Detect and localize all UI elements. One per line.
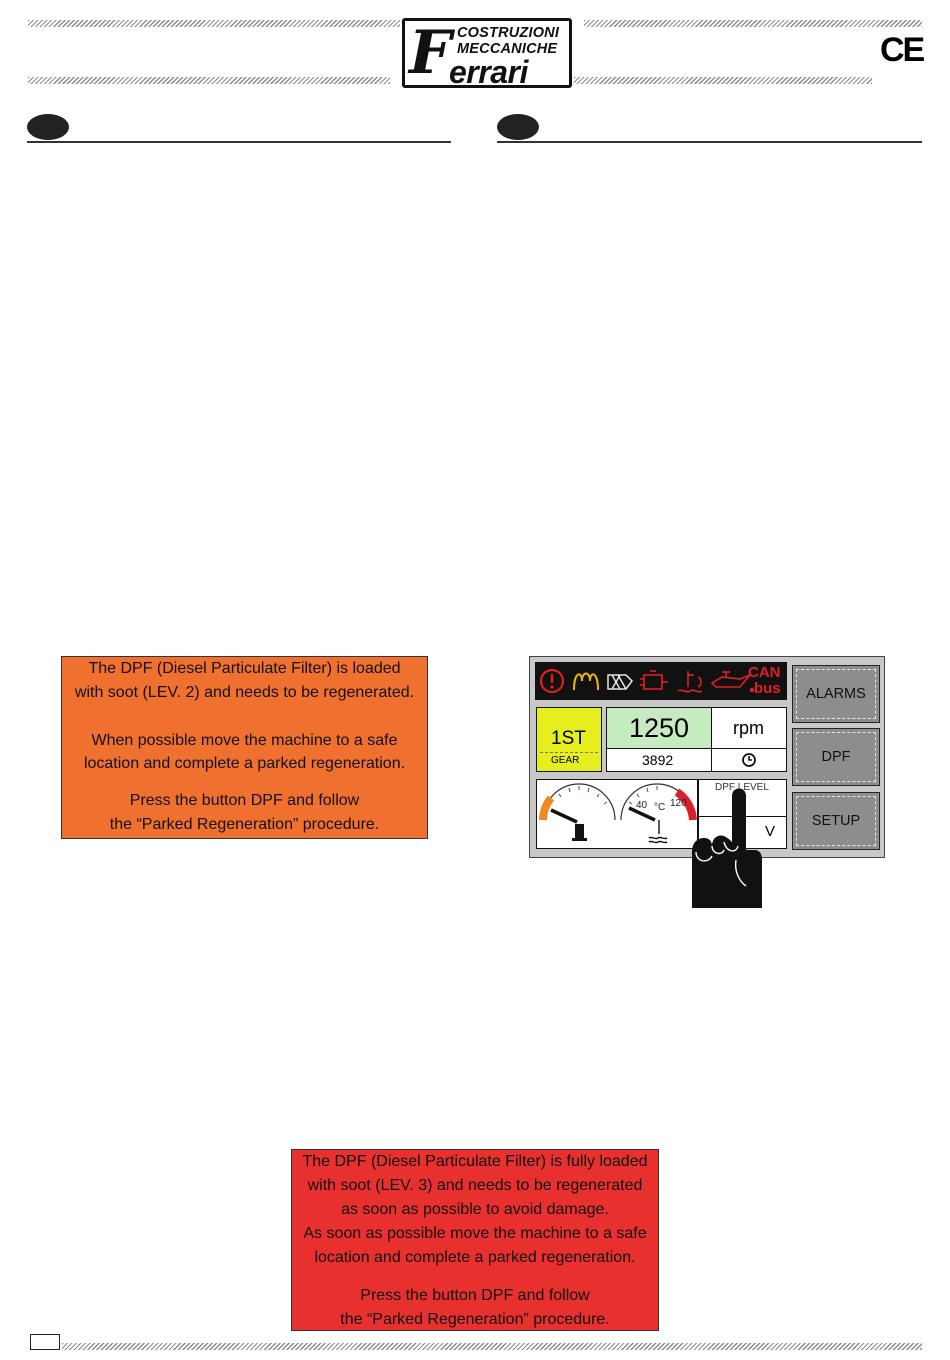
alarms-button[interactable]: ALARMS — [792, 665, 880, 723]
notice-lev2-para2: When possible move the machine to a safe… — [83, 732, 406, 772]
dpf-button-label: DPF — [821, 749, 851, 765]
logo-word: errari — [449, 54, 528, 90]
rpm-value: 1250 — [629, 713, 690, 743]
gear-value: 1ST — [551, 728, 586, 749]
dpf-level-label: DPF LEVEL — [715, 782, 769, 793]
coolant-temp-gauge — [620, 783, 697, 844]
section-marker-left — [27, 114, 69, 140]
rpm-unit: rpm — [733, 718, 764, 738]
temp-tick-40: 40 — [636, 800, 648, 811]
header-rule-bottom-right — [574, 77, 872, 84]
oil-pressure-icon — [710, 671, 755, 693]
rpm-readout: 1250 — [606, 707, 712, 749]
coolant-thermometer-icon — [648, 820, 668, 844]
clock-icon — [742, 753, 756, 767]
hour-meter-icon-cell — [711, 748, 787, 772]
logo-initial: F — [409, 18, 452, 88]
can-bus-label-bus: bus — [754, 680, 781, 697]
logo-line-meccaniche: MECCANICHE — [457, 41, 558, 57]
brake-warning-icon — [539, 668, 565, 694]
gear-indicator: 1ST GEAR — [536, 707, 602, 772]
hour-meter: 3892 — [606, 748, 712, 772]
notice-lev3-para2: Press the button DPF and follow the “Par… — [340, 1287, 610, 1328]
ferrari-logo: COSTRUZIONI MECCANICHE F errari — [402, 18, 572, 88]
rpm-unit-cell: rpm — [711, 707, 787, 749]
notice-lev2: The DPF (Diesel Particulate Filter) is l… — [61, 656, 428, 839]
section-rule-right — [497, 141, 922, 143]
setup-button[interactable]: SETUP — [792, 792, 880, 850]
battery-voltage-unit: V — [765, 823, 776, 840]
section-rule-left — [27, 141, 451, 143]
ce-mark: CE — [880, 31, 925, 69]
warning-icon-bar: CAN bus — [535, 662, 787, 700]
notice-lev2-para1: The DPF (Diesel Particulate Filter) is l… — [74, 660, 415, 701]
temp-tick-120: 120 — [670, 798, 687, 809]
header-rule-top-left — [28, 20, 400, 27]
alarms-button-label: ALARMS — [806, 686, 866, 702]
engine-warning-icon — [640, 670, 668, 690]
fuel-pump-icon — [575, 824, 584, 838]
setup-button-label: SETUP — [811, 813, 861, 829]
can-bus-label-can: CAN — [748, 664, 781, 681]
header-rule-bottom-left — [28, 77, 390, 84]
coolant-level-icon — [677, 671, 703, 693]
dpf-button[interactable]: DPF — [792, 728, 880, 786]
fuel-gauge — [539, 783, 616, 841]
gear-label: GEAR — [551, 755, 580, 766]
logo-line-costruzioni: COSTRUZIONI — [457, 25, 560, 41]
page-number-box — [30, 1334, 60, 1350]
section-marker-right — [497, 114, 539, 140]
notice-lev3: The DPF (Diesel Particulate Filter) is f… — [291, 1149, 659, 1331]
header-rule-top-right — [584, 20, 922, 27]
dashboard-display: CAN bus 1ST GEAR 1250 rpm 3892 — [529, 656, 885, 858]
notice-lev2-para3: Press the button DPF and follow the “Par… — [109, 792, 380, 833]
footer-rule — [62, 1343, 922, 1350]
temp-unit: °C — [654, 802, 666, 813]
gauges-panel: 40 °C 120 — [536, 779, 698, 849]
glow-plug-icon — [573, 672, 599, 691]
pointing-hand-icon — [692, 788, 762, 908]
hour-meter-value: 3892 — [642, 752, 674, 768]
dpf-filter-icon — [607, 674, 633, 690]
notice-lev3-para1: The DPF (Diesel Particulate Filter) is f… — [302, 1153, 648, 1266]
